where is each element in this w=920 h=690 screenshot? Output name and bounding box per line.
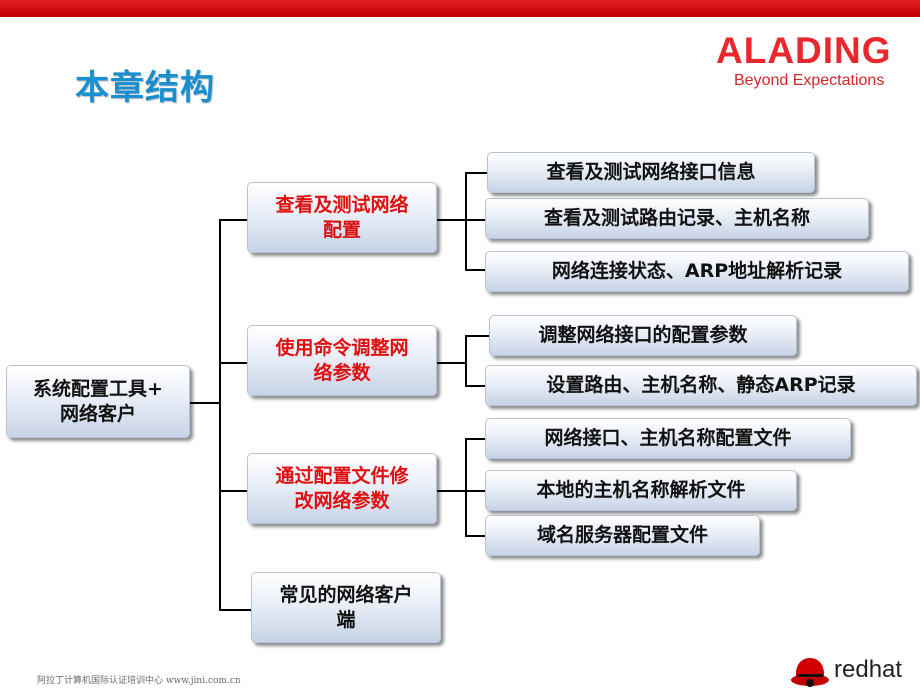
leaf-node[interactable]: 查看及测试网络接口信息 — [487, 152, 815, 193]
branch-node-command-adjust[interactable]: 使用命令调整网 络参数 — [247, 325, 437, 396]
leaf3-1-connector — [465, 438, 485, 440]
page-title: 本章结构 — [75, 68, 215, 108]
trunk-vertical — [219, 219, 221, 611]
leaf-node[interactable]: 网络接口、主机名称配置文件 — [485, 418, 851, 459]
branch-label-line2: 改网络参数 — [294, 489, 390, 512]
branch3-out — [437, 490, 466, 492]
leaf-node[interactable]: 查看及测试路由记录、主机名称 — [485, 198, 869, 239]
leaf-label: 设置路由、主机名称、静态ARP记录 — [546, 374, 856, 396]
leaf2-2-connector — [465, 385, 485, 387]
redhat-shadowman-icon — [791, 658, 829, 687]
leaf-node[interactable]: 域名服务器配置文件 — [485, 515, 760, 556]
logo-tagline: Beyond Expectations — [734, 72, 885, 89]
branch4-connector — [219, 609, 251, 611]
leaf-label: 本地的主机名称解析文件 — [536, 479, 746, 501]
branch1-connector — [219, 219, 248, 221]
branch-label-line1: 查看及测试网络 — [275, 193, 409, 216]
footer-text: 阿拉丁计算机国际认证培训中心 www.jini.com.cn — [37, 676, 241, 686]
root-node[interactable]: 系统配置工具+ 网络客户 — [6, 365, 190, 438]
redhat-wordmark: redhat — [834, 656, 903, 683]
leaf1-1-connector — [465, 172, 487, 174]
leaf-label: 域名服务器配置文件 — [536, 524, 708, 546]
branch-label-line1: 常见的网络客户 — [279, 583, 413, 606]
logo-name: ALADING — [716, 30, 892, 71]
branch3-vertical — [465, 438, 467, 537]
branch1-out — [437, 219, 466, 221]
root-label-line2: 网络客户 — [59, 402, 136, 425]
top-accent-bar — [0, 0, 920, 17]
leaf-label: 网络接口、主机名称配置文件 — [544, 427, 792, 449]
redhat-logo: redhat — [788, 650, 918, 690]
leaf-label: 网络连接状态、ARP地址解析记录 — [551, 260, 843, 282]
leaf3-3-connector — [465, 535, 485, 537]
branch-label-line2: 配置 — [322, 218, 361, 241]
branch-label-line1: 使用命令调整网 — [275, 336, 409, 359]
leaf-node[interactable]: 网络连接状态、ARP地址解析记录 — [485, 251, 909, 292]
leaf2-1-connector — [465, 335, 489, 337]
branch-node-network-clients[interactable]: 常见的网络客户 端 — [251, 572, 441, 643]
leaf-node[interactable]: 调整网络接口的配置参数 — [489, 315, 797, 356]
branch-node-view-test[interactable]: 查看及测试网络 配置 — [247, 182, 437, 253]
leaf-label: 调整网络接口的配置参数 — [538, 324, 748, 346]
root-connector — [190, 402, 220, 404]
branch2-out — [437, 362, 466, 364]
leaf-label: 查看及测试网络接口信息 — [546, 161, 756, 183]
branch1-vertical — [465, 172, 467, 271]
leaf-label: 查看及测试路由记录、主机名称 — [543, 207, 810, 229]
leaf3-2-connector — [465, 490, 485, 492]
branch3-connector — [219, 490, 248, 492]
leaf1-3-connector — [465, 269, 485, 271]
root-label-line1: 系统配置工具+ — [33, 377, 163, 400]
branch-label-line2: 络参数 — [313, 361, 371, 384]
leaf-node[interactable]: 设置路由、主机名称、静态ARP记录 — [485, 365, 917, 406]
branch-label-line1: 通过配置文件修 — [275, 464, 409, 487]
branch2-vertical — [465, 335, 467, 387]
alading-logo: ALADING Beyond Expectations — [716, 32, 896, 90]
branch-node-config-files[interactable]: 通过配置文件修 改网络参数 — [247, 453, 437, 524]
leaf1-2-connector — [465, 219, 485, 221]
branch-label-line2: 端 — [336, 608, 356, 631]
branch2-connector — [219, 362, 248, 364]
leaf-node[interactable]: 本地的主机名称解析文件 — [485, 470, 797, 511]
